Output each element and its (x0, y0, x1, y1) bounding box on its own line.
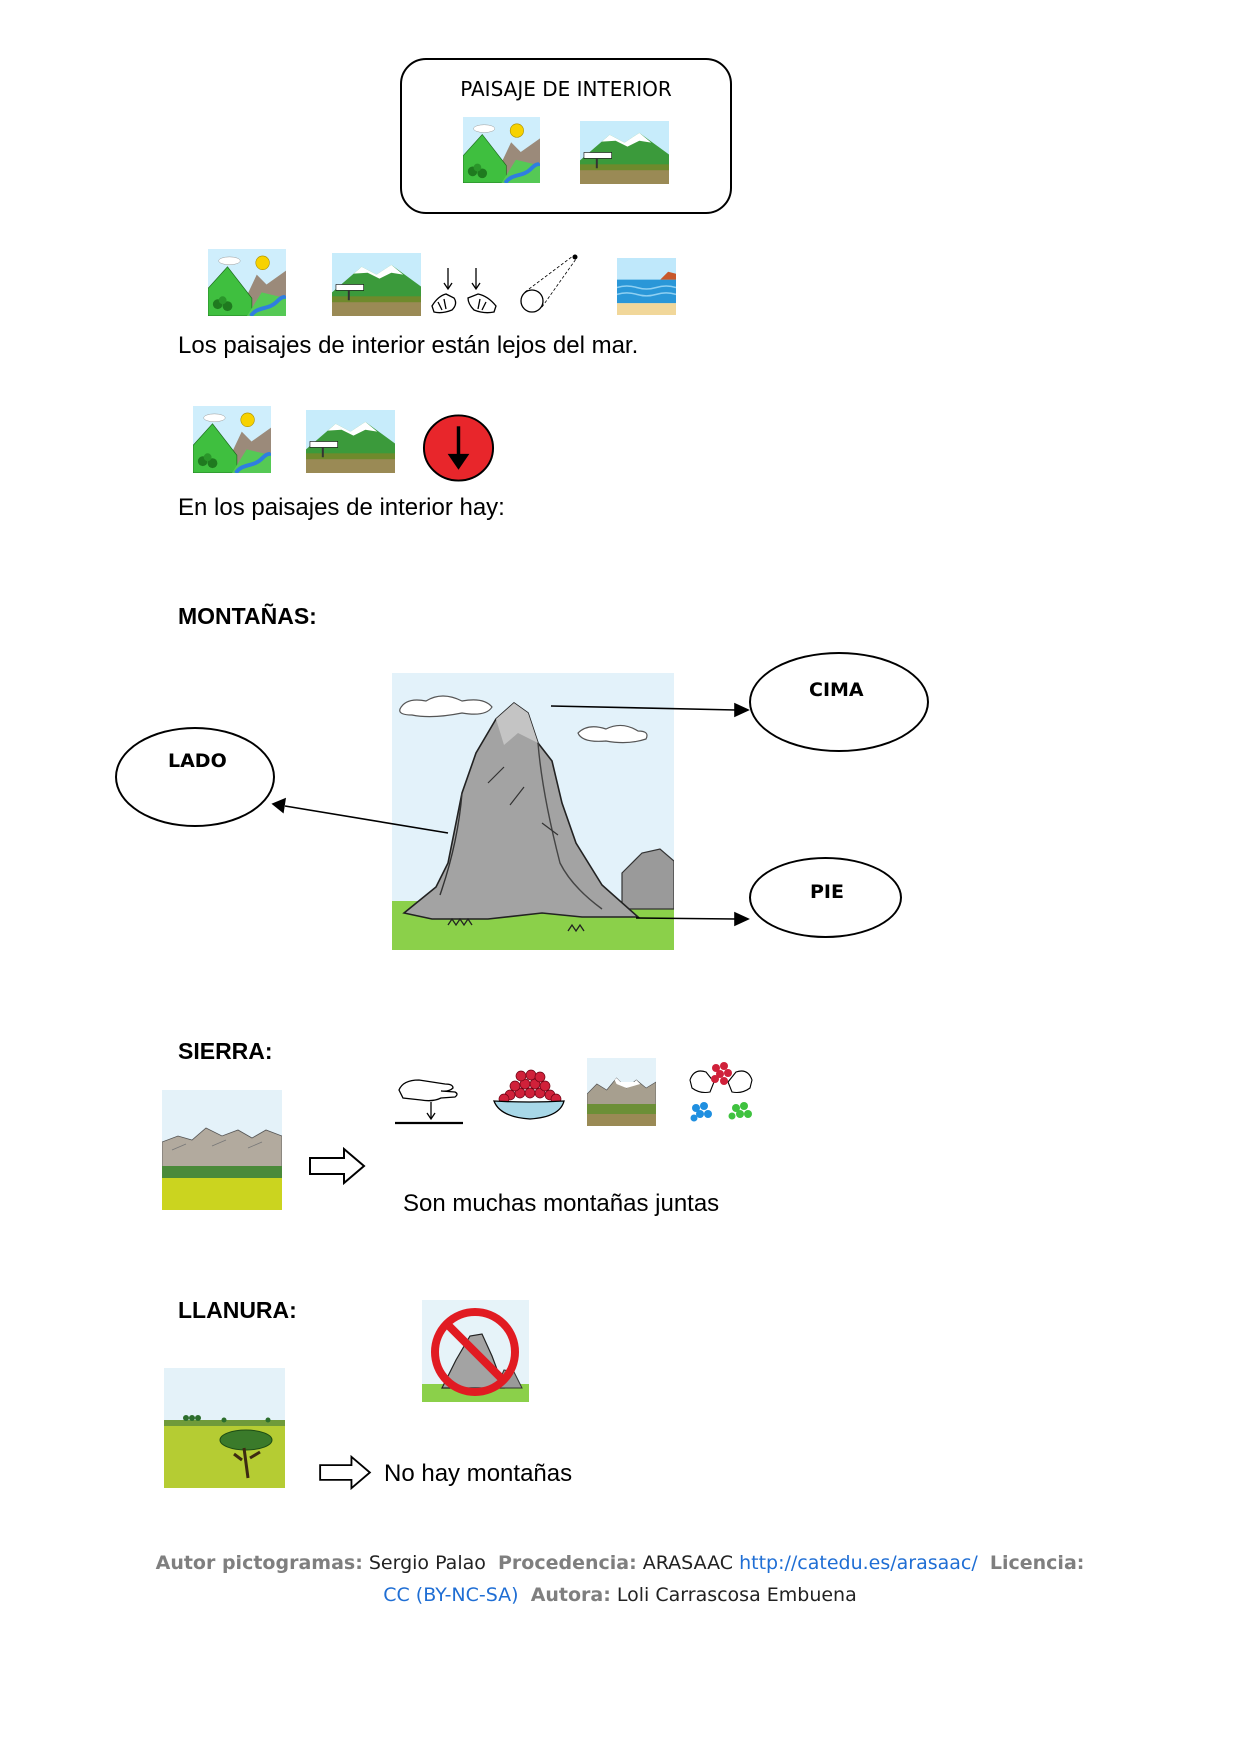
mountain-with-sign-icon (332, 253, 421, 316)
mountain-with-sign-icon (580, 121, 669, 184)
footer-author: Sergio Palao (368, 1552, 486, 1574)
title-box (400, 58, 732, 214)
footer-source-label: Procedencia: (497, 1552, 637, 1574)
lado-ellipse (115, 727, 275, 827)
footer-author-label: Autor pictogramas: (155, 1552, 363, 1574)
footer-url-link[interactable]: http://catedu.es/arasaac/ (739, 1552, 978, 1574)
landscape-icon (463, 117, 540, 183)
footer-authoress: Loli Carrascosa Embuena (616, 1584, 857, 1606)
cima-ellipse (749, 652, 929, 752)
hands-pointing-down-icon (428, 266, 500, 316)
footer-source: ARASAAC (642, 1552, 734, 1574)
heading-montanas: MONTAÑAS: (178, 603, 317, 629)
sea-icon (617, 258, 676, 315)
landscape-icon (193, 406, 271, 473)
footer-license-label: Licencia: (989, 1552, 1085, 1574)
footer-line-1: Autor pictogramas: Sergio Palao Proceden… (0, 1552, 1240, 1574)
far-distance-icon (520, 252, 580, 314)
landscape-icon (208, 249, 286, 316)
footer-line-2: CC (BY-NC-SA) Autora: Loli Carrascosa Em… (0, 1584, 1240, 1606)
bowl-of-berries-icon (490, 1065, 568, 1122)
no-mountain-icon (422, 1300, 529, 1402)
sentence-llanura: No hay montañas (384, 1460, 573, 1487)
mountain-range-icon (587, 1058, 656, 1126)
hand-placing-icon (393, 1060, 465, 1126)
pie-ellipse (749, 857, 902, 938)
title-text: PAISAJE DE INTERIOR (460, 77, 672, 101)
mountain-with-sign-icon (306, 410, 395, 473)
label-lado: LADO (168, 750, 227, 772)
sentence-sierra: Son muchas montañas juntas (403, 1190, 720, 1217)
footer-license-link[interactable]: CC (BY-NC-SA) (383, 1584, 519, 1606)
label-pie: PIE (810, 881, 844, 903)
plain-icon (164, 1368, 285, 1488)
heading-sierra: SIERRA: (178, 1038, 273, 1064)
sentence-there-are: En los paisajes de interior hay: (178, 494, 505, 521)
heading-llanura: LLANURA: (178, 1297, 297, 1323)
outline-arrow-right-icon (308, 1147, 366, 1185)
red-down-arrow-circle-icon (421, 412, 496, 484)
sentence-far-from-sea: Los paisajes de interior están lejos del… (178, 332, 639, 359)
mountain-parts-icon (392, 673, 674, 950)
footer-authoress-label: Autora: (530, 1584, 611, 1606)
group-of-dots-icon (686, 1058, 756, 1126)
outline-arrow-right-icon (318, 1455, 372, 1490)
sierra-icon (162, 1090, 282, 1210)
label-cima: CIMA (809, 679, 864, 701)
